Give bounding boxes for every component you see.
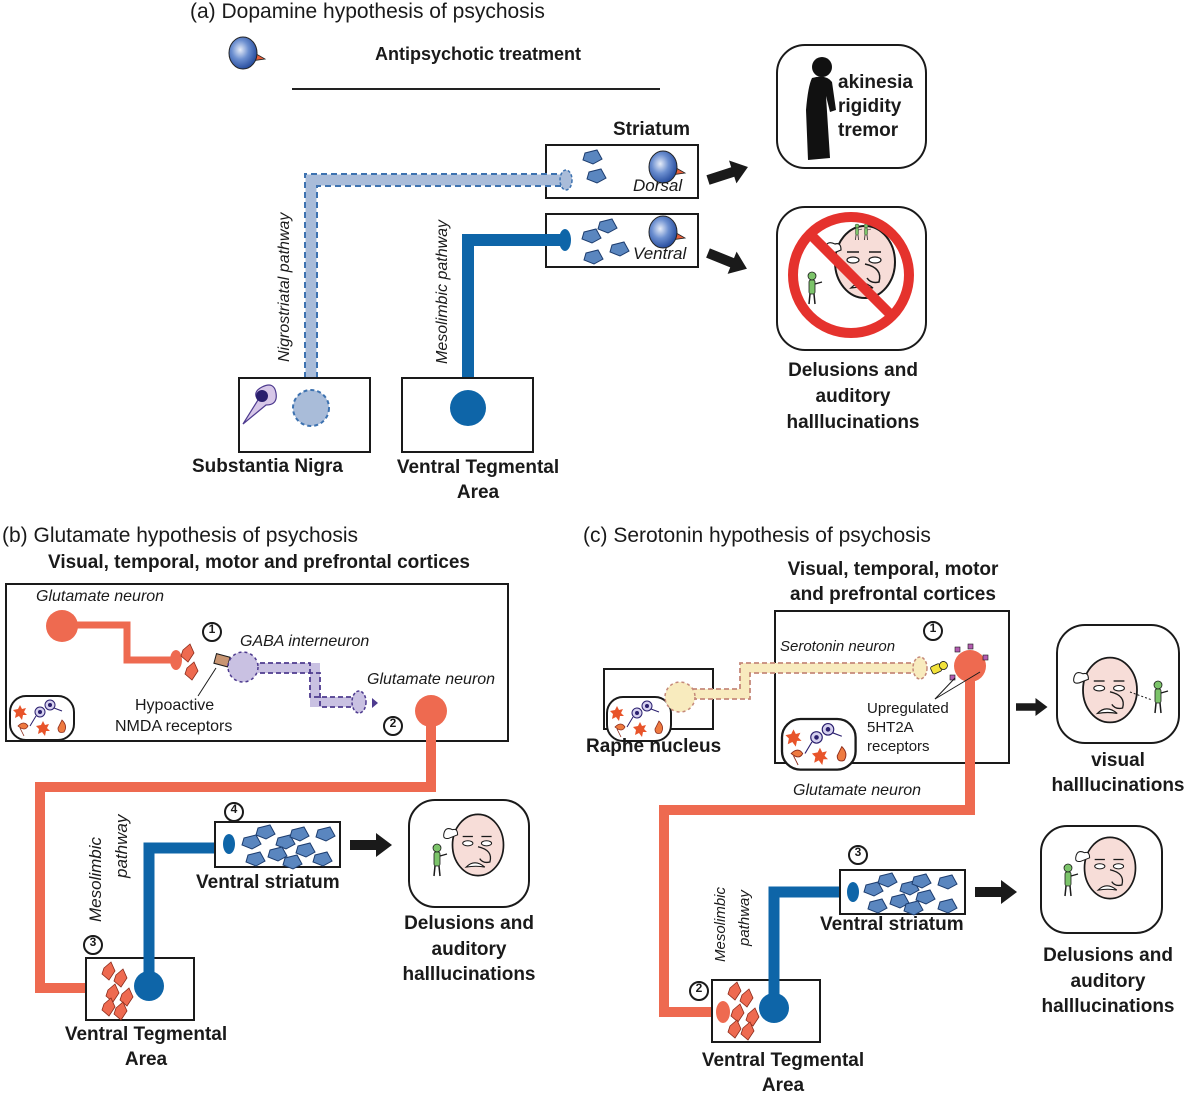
dopamine-neuron-soma-dark — [450, 390, 486, 426]
visual-outcome-line2: halllucinations — [1051, 775, 1185, 796]
glutamate-neuron-2-label: Glutamate neuron — [367, 671, 496, 688]
panel-b-title: (b) Glutamate hypothesis of psychosis — [2, 524, 358, 547]
step-1-c: 1 — [929, 621, 937, 635]
mesolimbic-label-c-2: pathway — [736, 890, 753, 946]
glutamate-neuron-soma-c — [954, 650, 986, 682]
striatum-label: Striatum — [613, 119, 691, 140]
ventral-striatum-label-c: Ventral striatum — [820, 914, 964, 935]
mesolimbic-label-a: Mesolimbic pathway — [434, 219, 451, 364]
serotonin-neuron-soma — [664, 681, 696, 713]
nmda-label-2: NMDA receptors — [115, 718, 233, 735]
step-2-b: 2 — [389, 716, 397, 730]
panel-a-title: (a) Dopamine hypothesis of psychosis — [190, 0, 545, 23]
panel-a — [228, 36, 927, 453]
mesolimbic-label-c-1: Mesolimbic — [712, 886, 729, 962]
ventral-label: Ventral — [633, 244, 687, 263]
arrow-to-motor — [704, 155, 752, 192]
elderly-person-icon — [806, 57, 836, 160]
legend-antipsychotic-label: Antipsychotic treatment — [375, 44, 582, 64]
nmda-receptor-icon — [213, 653, 231, 668]
no-symbol-icon — [788, 212, 914, 338]
symptom-rigidity: rigidity — [838, 96, 902, 117]
symptom-tremor: tremor — [838, 120, 899, 141]
mesolimbic-label-b-2: pathway — [112, 814, 131, 878]
glutamate-neuron-2-soma — [415, 695, 447, 727]
outcome-a-line1: Delusions and — [788, 360, 918, 381]
gaba-interneuron-soma — [227, 651, 259, 683]
outcome-c-line1: Delusions and — [1043, 945, 1173, 966]
dopamine-neuron-soma — [759, 993, 789, 1023]
antipsychotic-legend-icon — [228, 36, 266, 70]
vta-label-b-2: Area — [124, 1049, 168, 1070]
nmda-label-1: Hypoactive — [135, 697, 215, 714]
nigrostriatal-pathway — [305, 174, 565, 410]
receptor-label-2: 5HT2A — [867, 719, 914, 736]
glutamate-neuron-1-soma — [46, 610, 78, 642]
outcome-b-line2: auditory — [431, 939, 507, 960]
arrow-b — [350, 833, 392, 857]
step-2-c: 2 — [695, 981, 703, 995]
nigrostriatal-terminal — [559, 169, 573, 191]
dopamine-neuron-soma-light — [292, 389, 330, 427]
receptor-label-1: Upregulated — [867, 700, 949, 717]
vta-label-a-1: Ventral Tegmental — [396, 457, 560, 478]
panel-c-title: (c) Serotonin hypothesis of psychosis — [583, 524, 931, 547]
serotonin-neuron-axon — [680, 663, 920, 699]
dopamine-neuron-soma — [134, 971, 164, 1001]
mesolimbic-pathway-c — [768, 886, 850, 1006]
ventral-striatum-label-b: Ventral striatum — [196, 872, 340, 893]
cortex-label-c-1: Visual, temporal, motor — [787, 559, 999, 580]
glutamate-neuron-label-c: Glutamate neuron — [793, 782, 922, 799]
step-3-b: 3 — [89, 935, 97, 949]
vta-label-c-1: Ventral Tegmental — [701, 1050, 865, 1071]
mesolimbic-pathway — [462, 234, 565, 410]
cortex-label-c-2: and prefrontal cortices — [790, 584, 996, 605]
vta-label-b-1: Ventral Tegmental — [64, 1024, 228, 1045]
step-3-c: 3 — [854, 845, 862, 859]
mesolimbic-pathway-b — [143, 842, 228, 985]
raphe-nucleus-label: Raphe nucleus — [586, 736, 722, 757]
outcome-a-line2: auditory — [815, 386, 891, 407]
outcome-c-line3: halllucinations — [1041, 996, 1175, 1017]
glutamate-projection-c — [659, 670, 975, 1017]
gaba-molecule — [372, 698, 378, 708]
cell-types-icon — [606, 696, 672, 742]
vta-label-a-2: Area — [456, 482, 500, 503]
5ht2a-receptor-icon — [949, 643, 989, 681]
arrow-c-delusions — [975, 880, 1017, 904]
glutamate-projection-b — [35, 711, 436, 993]
glutamate-neuron-1-axon — [62, 621, 175, 664]
outcome-b-line3: halllucinations — [402, 964, 536, 985]
cell-types-icon — [9, 695, 75, 741]
degenerating-neuron-icon — [242, 384, 277, 425]
arrow-c-visual — [1016, 698, 1048, 716]
mesolimbic-terminal — [559, 229, 571, 251]
symptom-akinesia: akinesia — [838, 72, 913, 93]
vta-label-c-2: Area — [761, 1075, 805, 1096]
step-4-b: 4 — [230, 802, 238, 816]
glutamate-neuron-1-label: Glutamate neuron — [36, 588, 165, 605]
gaba-interneuron-axon — [244, 663, 358, 707]
step-1-b: 1 — [208, 622, 216, 636]
serotonin-neuron-label: Serotonin neuron — [780, 638, 896, 655]
cell-types-icon — [780, 717, 857, 771]
panel-c — [603, 610, 1180, 1043]
nigrostriatal-label: Nigrostriatal pathway — [276, 212, 293, 362]
cortex-label-b: Visual, temporal, motor and prefrontal c… — [48, 552, 470, 573]
outcome-c-line2: auditory — [1070, 971, 1146, 992]
outcome-a-line3: halllucinations — [786, 412, 920, 433]
visual-outcome-line1: visual — [1091, 750, 1145, 771]
outcome-b-line1: Delusions and — [404, 913, 534, 934]
gaba-interneuron-label: GABA interneuron — [240, 633, 370, 650]
dorsal-label: Dorsal — [633, 176, 683, 195]
substantia-nigra-label: Substantia Nigra — [192, 456, 343, 477]
serotonin-molecule-icon — [930, 661, 948, 675]
receptor-label-3: receptors — [867, 738, 930, 755]
mesolimbic-label-b-1: Mesolimbic — [86, 836, 105, 922]
panel-b — [5, 583, 530, 1021]
arrow-to-psychosis — [703, 241, 752, 280]
